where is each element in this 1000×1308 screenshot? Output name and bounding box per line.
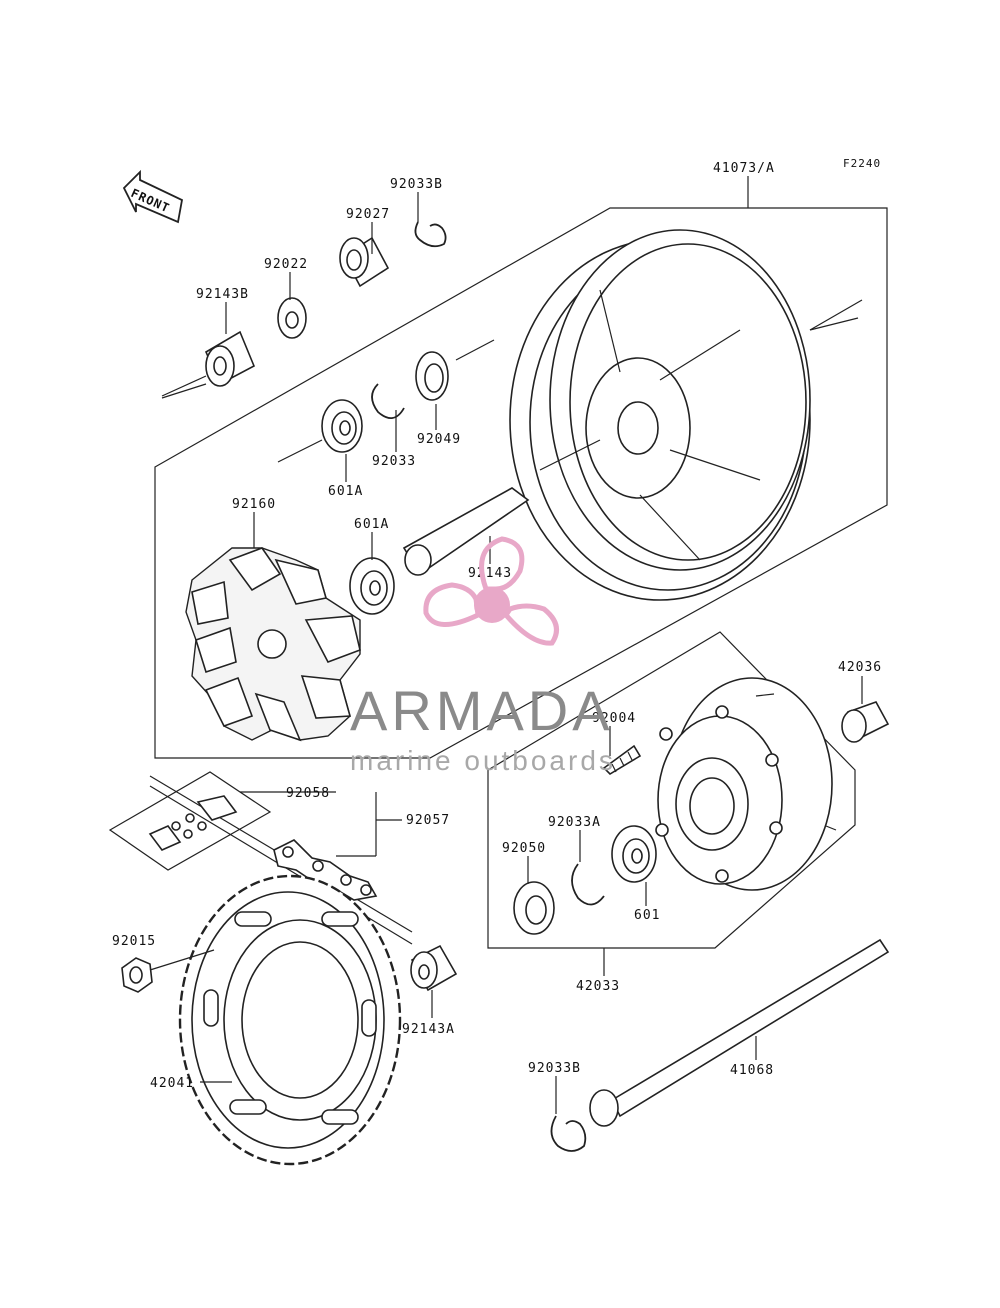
circlip-92033: [371, 383, 405, 419]
propeller-logo-icon: [423, 536, 559, 646]
label-92033b-bottom: 92033B: [528, 1061, 581, 1076]
part-labels: 41073/A 92033B 92027 92022 92143B 92049 …: [112, 161, 882, 1091]
hub-damper-92160: [185, 547, 361, 742]
label-92049: 92049: [417, 432, 461, 447]
collar-42036: [841, 701, 890, 743]
label-601a-top: 601A: [328, 484, 363, 499]
label-92033b-top: 92033B: [390, 177, 443, 192]
label-42041: 42041: [150, 1076, 194, 1091]
label-92004: 92004: [592, 711, 636, 726]
label-92143a: 92143A: [402, 1022, 455, 1037]
label-41073a: 41073/A: [713, 161, 775, 176]
axle-spacer-92143: [402, 487, 530, 576]
label-92050: 92050: [502, 841, 546, 856]
collar-92027: [339, 236, 390, 288]
label-41068: 41068: [730, 1063, 774, 1078]
circlip-92033b-bottom: [550, 1115, 587, 1152]
circlip-92033a: [571, 863, 605, 906]
hub-assembly-boundary: [487, 631, 856, 949]
bearing-601a-top: [277, 399, 363, 463]
watermark-brand: ARMADA: [350, 679, 614, 742]
axle-41068: [589, 938, 890, 1127]
rear-sprocket-42041: [178, 874, 402, 1166]
nut-92015: [121, 949, 215, 993]
rear-wheel-rim: [455, 229, 863, 601]
label-601: 601: [634, 908, 660, 923]
label-92033: 92033: [372, 454, 416, 469]
seal-92049: [415, 351, 449, 401]
label-92015: 92015: [112, 934, 156, 949]
label-92160: 92160: [232, 497, 276, 512]
label-92057: 92057: [406, 813, 450, 828]
label-92143b: 92143B: [196, 287, 249, 302]
label-92027: 92027: [346, 207, 390, 222]
label-42033: 42033: [576, 979, 620, 994]
label-92058: 92058: [286, 786, 330, 801]
label-92143: 92143: [468, 566, 512, 581]
label-92022: 92022: [264, 257, 308, 272]
bearing-601: [611, 825, 657, 883]
wheel-assembly-boundary: [154, 207, 888, 759]
leader-lines: [200, 176, 863, 1114]
washer-92022: [277, 297, 307, 339]
seal-92050: [513, 881, 555, 935]
watermark-tagline: marine outboards: [350, 745, 616, 776]
diagram-code: F2240: [843, 157, 881, 170]
stud-92004: [602, 744, 642, 776]
chain-joint-92058: [108, 771, 272, 871]
front-arrow-icon: FRONT: [122, 169, 184, 224]
label-42036: 42036: [838, 660, 882, 675]
label-601a-mid: 601A: [354, 517, 389, 532]
label-92033a: 92033A: [548, 815, 601, 830]
collar-92143a: [410, 944, 458, 992]
sprocket-hub-42033: [655, 677, 837, 891]
circlip-92033b-top: [414, 221, 447, 248]
watermark: ARMADA marine outboards: [350, 536, 616, 776]
bearing-601a-mid: [349, 557, 395, 615]
collar-92143b: [161, 330, 256, 399]
